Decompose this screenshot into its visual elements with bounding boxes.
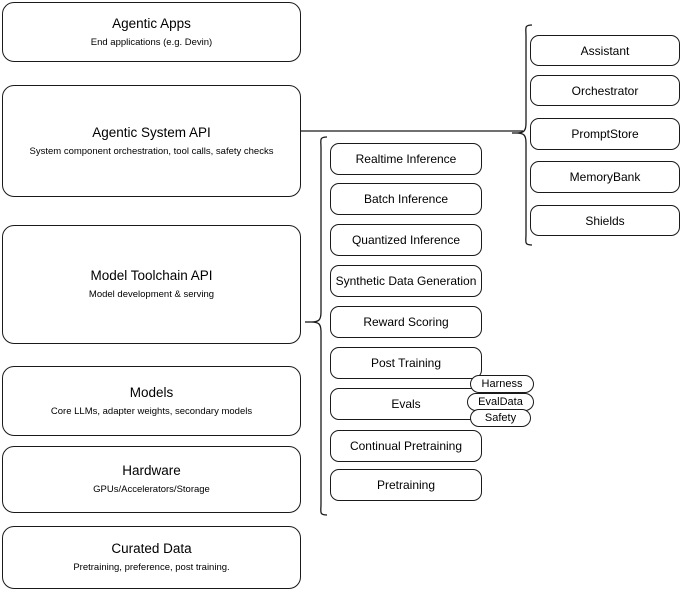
layer-box-agentic-apps[interactable]: Agentic Apps End applications (e.g. Devi… <box>2 2 301 62</box>
layer-subtitle: Pretraining, preference, post training. <box>73 562 230 573</box>
layer-box-curated-data[interactable]: Curated Data Pretraining, preference, po… <box>2 526 301 589</box>
layer-subtitle: Core LLMs, adapter weights, secondary mo… <box>50 405 253 417</box>
layer-subtitle: System component orchestration, tool cal… <box>29 145 274 157</box>
component-label: Reward Scoring <box>363 315 449 329</box>
component-pill-evals[interactable]: Evals <box>330 388 482 420</box>
component-pill-synthetic-data-generation[interactable]: Synthetic Data Generation <box>330 265 482 297</box>
component-pill-quantized-inference[interactable]: Quantized Inference <box>330 224 482 256</box>
component-pill-pretraining[interactable]: Pretraining <box>330 469 482 501</box>
component-label: Batch Inference <box>363 192 449 206</box>
layer-subtitle: GPUs/Accelerators/Storage <box>93 484 210 495</box>
layer-subtitle: End applications (e.g. Devin) <box>90 36 213 48</box>
layer-title: Agentic Apps <box>112 15 191 31</box>
evals-subcomponent-harness[interactable]: Harness <box>470 375 534 393</box>
component-pill-batch-inference[interactable]: Batch Inference <box>330 183 482 215</box>
connector-system-api-to-components <box>301 130 523 132</box>
component-label: Synthetic Data Generation <box>335 274 477 288</box>
evals-subcomponent-safety[interactable]: Safety <box>470 409 531 427</box>
system-component-label: Shields <box>585 213 625 228</box>
component-label: Realtime Inference <box>355 152 457 166</box>
system-component-pill-promptstore[interactable]: PromptStore <box>530 118 680 150</box>
component-pill-reward-scoring[interactable]: Reward Scoring <box>330 306 482 338</box>
component-pill-continual-pretraining[interactable]: Continual Pretraining <box>330 430 482 462</box>
system-component-label: MemoryBank <box>569 170 641 184</box>
layer-title: Models <box>129 384 174 400</box>
system-component-pill-shields[interactable]: Shields <box>530 205 680 236</box>
layer-title: Curated Data <box>111 541 192 556</box>
evals-subcomponent-label: Safety <box>484 412 517 424</box>
layer-box-model-toolchain-api[interactable]: Model Toolchain API Model development & … <box>2 225 301 344</box>
component-label: Pretraining <box>376 478 436 492</box>
system-component-pill-orchestrator[interactable]: Orchestrator <box>530 75 680 106</box>
system-component-label: Assistant <box>580 43 630 58</box>
component-label: Evals <box>391 397 421 411</box>
layer-title: Hardware <box>122 463 181 478</box>
evals-subcomponent-label: EvalData <box>478 396 523 408</box>
component-label: Quantized Inference <box>351 233 461 247</box>
system-component-label: PromptStore <box>571 127 639 141</box>
system-component-pill-assistant[interactable]: Assistant <box>530 35 680 66</box>
layer-box-models[interactable]: Models Core LLMs, adapter weights, secon… <box>2 366 301 436</box>
system-component-pill-memorybank[interactable]: MemoryBank <box>530 161 680 193</box>
evals-subcomponent-label: Harness <box>481 378 523 390</box>
layer-box-hardware[interactable]: Hardware GPUs/Accelerators/Storage <box>2 446 301 513</box>
component-pill-realtime-inference[interactable]: Realtime Inference <box>330 143 482 175</box>
component-label: Continual Pretraining <box>349 439 463 453</box>
layer-title: Agentic System API <box>92 124 211 140</box>
system-component-label: Orchestrator <box>571 83 639 98</box>
layer-title: Model Toolchain API <box>90 268 213 283</box>
layer-box-agentic-system-api[interactable]: Agentic System API System component orch… <box>2 85 301 197</box>
component-pill-post-training[interactable]: Post Training <box>330 347 482 379</box>
component-label: Post Training <box>370 356 442 370</box>
layer-subtitle: Model development & serving <box>88 289 215 300</box>
brace-toolchain-components <box>305 136 328 516</box>
